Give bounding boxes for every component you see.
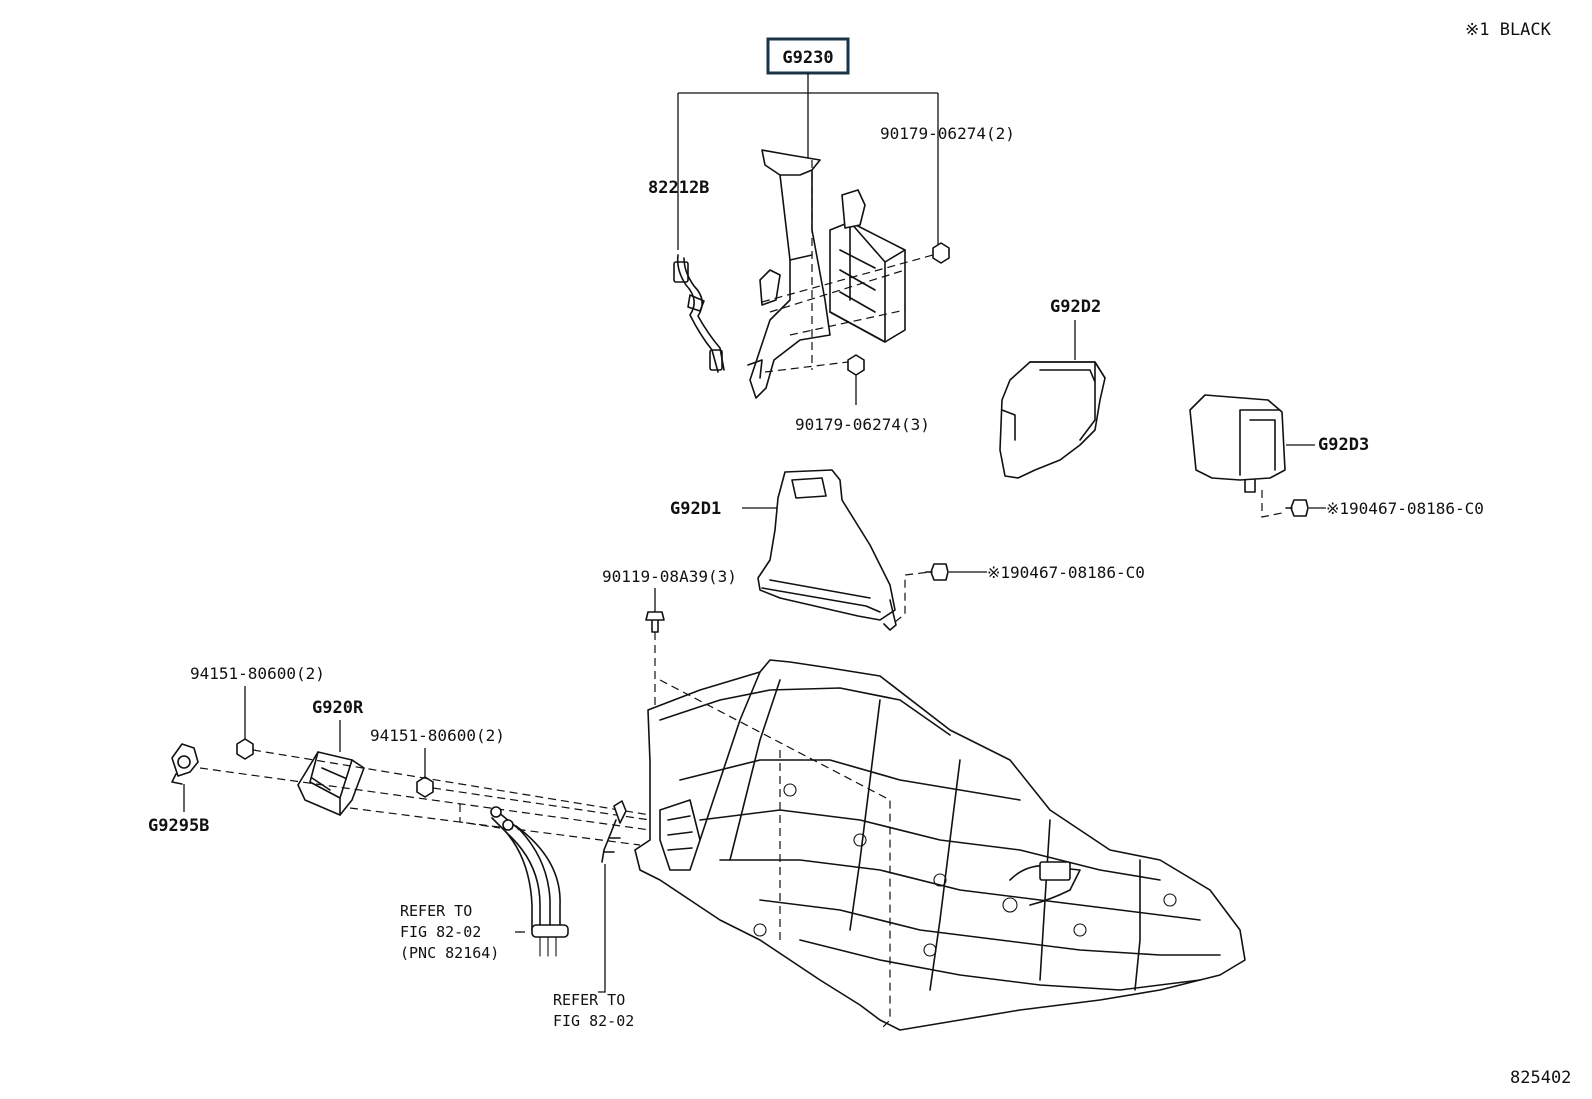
- refer-left-line1: REFER TO: [400, 902, 472, 920]
- g920r-relay: [297, 751, 365, 816]
- g9295b-label[interactable]: G9295B: [148, 816, 209, 836]
- g92d2-duct: G92D2: [999, 297, 1106, 479]
- 82212b-label[interactable]: 82212B: [648, 178, 709, 198]
- g92d1-duct: G92D1 ※190467-08186-C0: [670, 469, 1145, 631]
- g9230-label[interactable]: G9230: [782, 48, 833, 68]
- clip-g92d3: [1285, 499, 1309, 517]
- refer-left-line2: FIG 82-02: [400, 923, 481, 941]
- clip-g92d1: [925, 563, 949, 581]
- cable-single: [601, 800, 627, 863]
- bolt-label[interactable]: 90119-08A39(3): [602, 567, 737, 586]
- g9230-leader: [677, 73, 939, 250]
- battery-tray: [634, 659, 1246, 1031]
- refer-bottom-line2: FIG 82-02: [553, 1012, 634, 1030]
- g9295b-bracket: [171, 743, 199, 785]
- legend-note: ※1 BLACK: [1465, 20, 1552, 40]
- g920r-label[interactable]: G920R: [312, 698, 364, 718]
- clip-g92d1-label[interactable]: ※190467-08186-C0: [987, 563, 1145, 582]
- nut-top: [932, 242, 950, 264]
- g92d2-label[interactable]: G92D2: [1050, 297, 1101, 317]
- refer-left-line3: (PNC 82164): [400, 944, 499, 962]
- cable-bundle: [459, 804, 569, 957]
- nut-bottom: [847, 354, 865, 376]
- refer-bottom-line1: REFER TO: [553, 991, 625, 1009]
- ecu-box: [829, 189, 906, 343]
- g92d3-duct: G92D3 ※190467-08186-C0: [1189, 394, 1484, 518]
- nut-mid-label[interactable]: 94151-80600(2): [370, 726, 505, 745]
- nut-left: [236, 738, 254, 760]
- ecu-bracket: [747, 149, 831, 399]
- left-components: 94151-80600(2) G920R 94151-80600(2) G929…: [148, 664, 651, 1030]
- g9230-assembly: G9230 82212B 90179-06274(2) 90179-06274(…: [648, 37, 1015, 434]
- clip-g92d3-label[interactable]: ※190467-08186-C0: [1326, 499, 1484, 518]
- nut-left-label[interactable]: 94151-80600(2): [190, 664, 325, 683]
- nut-bottom-label[interactable]: 90179-06274(3): [795, 415, 930, 434]
- nut-top-label[interactable]: 90179-06274(2): [880, 124, 1015, 143]
- wire-harness-82212b: [673, 254, 725, 373]
- nut-mid: [416, 776, 434, 798]
- g92d3-label[interactable]: G92D3: [1318, 435, 1369, 455]
- illustration-id: 825402: [1510, 1068, 1571, 1088]
- g92d1-label[interactable]: G92D1: [670, 499, 721, 519]
